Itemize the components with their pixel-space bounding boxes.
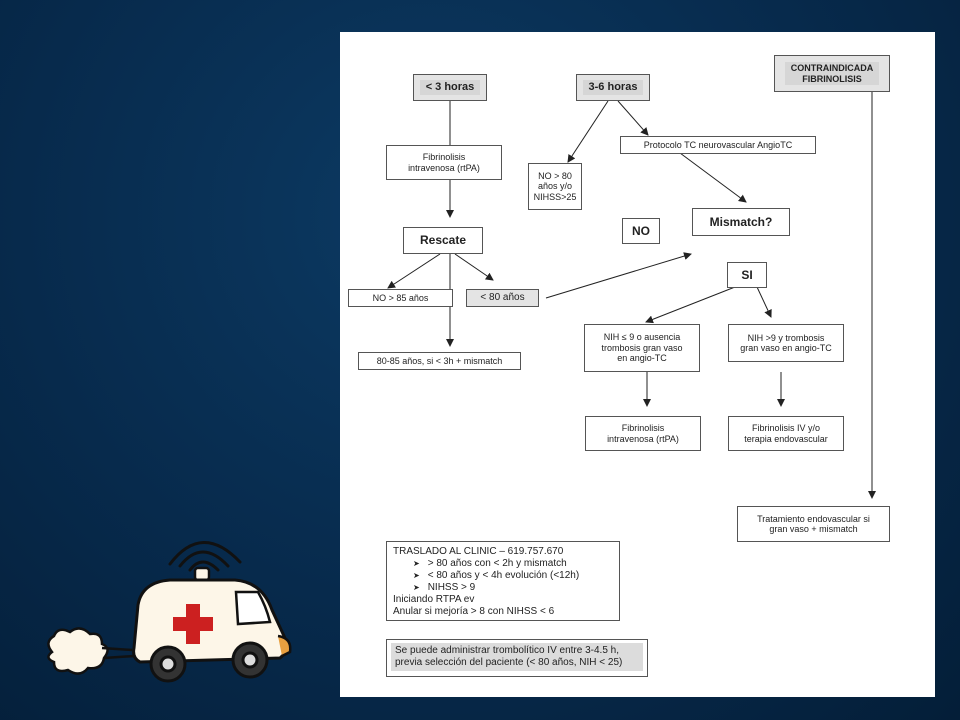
- node-fibrinolisis-2: Fibrinolisis intravenosa (rtPA): [585, 416, 701, 451]
- flowchart-connectors: [387, 92, 876, 499]
- flowchart-panel: < 3 horas 3-6 horas CONTRAINDICADA FIBRI…: [340, 32, 935, 697]
- node-rescate: Rescate: [403, 227, 483, 254]
- node-lt3-horas: < 3 horas: [413, 74, 487, 101]
- edge-si-nih9a: [645, 286, 736, 324]
- node-fibrinolisis-1: Fibrinolisis intravenosa (rtPA): [386, 145, 502, 180]
- note-box: Se puede administrar trombolítico IV ent…: [386, 639, 648, 677]
- node-si: SI: [727, 262, 767, 288]
- edge-36-no80: [567, 100, 609, 163]
- edge-proto-mismatch: [679, 152, 747, 203]
- node-3-6-horas: 3-6 horas: [576, 74, 650, 101]
- traslado-line: Anular si mejoría > 8 con NIHSS < 6: [393, 606, 555, 617]
- siren-waves-icon: [168, 541, 242, 572]
- traslado-bullet: < 80 años y < 4h evolución (<12h): [393, 570, 613, 582]
- traslado-bullet: > 80 años con < 2h y mismatch: [393, 558, 613, 570]
- node-no: NO: [622, 218, 660, 244]
- note-line: Se puede administrar trombolítico IV ent…: [395, 645, 620, 656]
- edge-lt80-mismatch: [545, 252, 692, 299]
- node-contraindicada: CONTRAINDICADA FIBRINOLISIS: [774, 55, 890, 92]
- node-nih-le9: NIH ≤ 9 o ausencia trombosis gran vaso e…: [584, 324, 700, 372]
- note-line: previa selección del paciente (< 80 años…: [395, 657, 623, 668]
- node-no-80: NO > 80 años y/o NIHSS>25: [528, 163, 582, 210]
- node-protocolo-tc: Protocolo TC neurovascular AngioTC: [620, 136, 816, 154]
- node-lt-80: < 80 años: [466, 289, 539, 307]
- traslado-title: TRASLADO AL CLINIC – 619.757.670: [393, 546, 564, 557]
- traslado-box: TRASLADO AL CLINIC – 619.757.670 > 80 añ…: [386, 541, 620, 621]
- exhaust-cloud-icon: [47, 627, 135, 675]
- edge-36-proto: [617, 100, 649, 136]
- traslado-line: Iniciando RTPA ev: [393, 594, 475, 605]
- edge-rescate-no85: [387, 253, 441, 289]
- edge-si-nih9b: [756, 286, 772, 318]
- ambulance-icon: [47, 541, 292, 683]
- node-mismatch: Mismatch?: [692, 208, 790, 236]
- wheels: [149, 641, 269, 683]
- node-fibrinolisis-iv: Fibrinolisis IV y/o terapia endovascular: [728, 416, 844, 451]
- node-nih-gt9: NIH >9 y trombosis gran vaso en angio-TC: [728, 324, 844, 362]
- edge-rescate-lt80: [454, 253, 494, 281]
- node-no-85: NO > 85 años: [348, 289, 453, 307]
- traslado-bullet: NIHSS > 9: [393, 582, 613, 594]
- node-80-85: 80-85 años, si < 3h + mismatch: [358, 352, 521, 370]
- red-cross-icon: [173, 604, 213, 644]
- node-tratamiento: Tratamiento endovascular si gran vaso + …: [737, 506, 890, 542]
